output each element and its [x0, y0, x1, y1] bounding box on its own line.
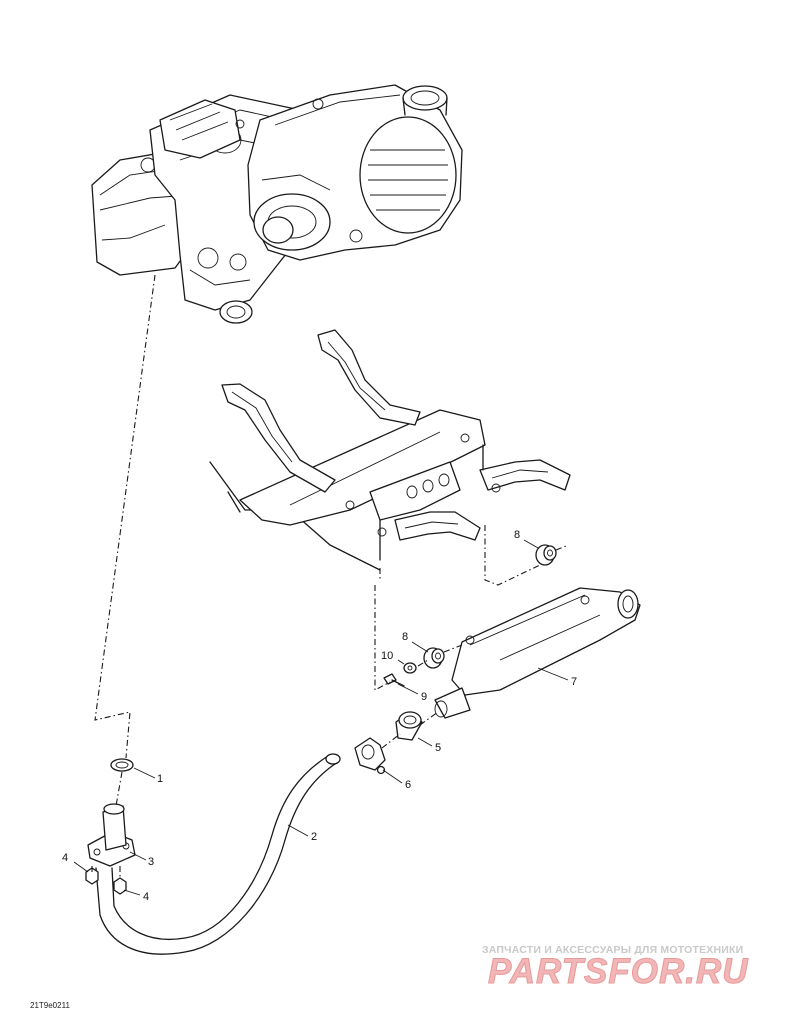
reference-code: 21T9e0211 — [30, 1001, 70, 1010]
clamp — [354, 737, 386, 775]
sleeve — [395, 711, 423, 741]
callout-1: 1 — [157, 773, 163, 785]
callout-5: 5 — [435, 742, 441, 754]
callout-4-left: 4 — [62, 852, 68, 864]
callout-7: 7 — [571, 676, 577, 688]
callout-8-upper: 8 — [514, 529, 520, 541]
callout-10: 10 — [381, 650, 393, 662]
callout-2: 2 — [311, 831, 317, 843]
washer — [403, 662, 417, 674]
callout-6: 6 — [405, 779, 411, 791]
muffler — [434, 587, 641, 719]
nut-right — [113, 877, 127, 895]
exhaust-pipe — [95, 753, 341, 955]
flange — [87, 803, 136, 867]
callout-4-right: 4 — [143, 891, 149, 903]
callout-8-lower: 8 — [402, 631, 408, 643]
frame-assembly — [209, 329, 571, 571]
callout-9: 9 — [421, 691, 427, 703]
grommet-upper — [535, 544, 557, 566]
callout-labels: 1 2 3 4 4 5 6 7 8 8 9 10 — [62, 529, 577, 903]
watermark-tagline: ЗАПЧАСТИ И АКСЕССУАРЫ ДЛЯ МОТОТЕХНИКИ — [482, 944, 744, 956]
callout-leaders — [73, 539, 569, 896]
watermark-logo: PARTSFOR.RU — [488, 952, 749, 992]
bolt — [383, 673, 405, 687]
assembly-lines — [91, 274, 567, 878]
grommet-lower — [423, 647, 445, 669]
callout-3: 3 — [148, 856, 154, 868]
engine-assembly — [91, 84, 463, 324]
gasket — [110, 758, 134, 772]
